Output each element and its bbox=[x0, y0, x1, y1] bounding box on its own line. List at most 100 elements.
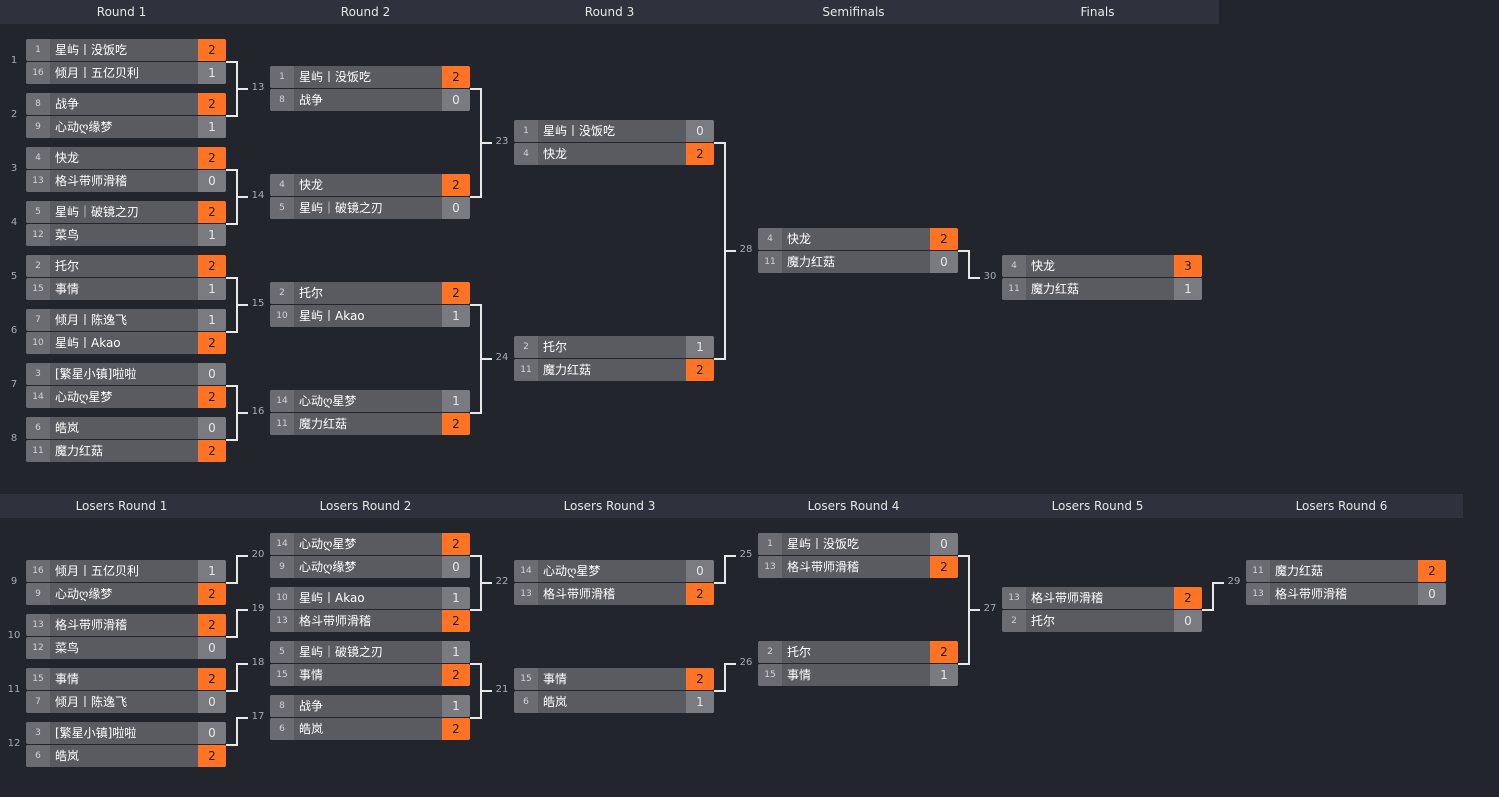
seed: 12 bbox=[26, 224, 50, 246]
seed: 7 bbox=[26, 691, 50, 713]
score: 1 bbox=[198, 116, 226, 138]
score: 0 bbox=[1418, 583, 1446, 605]
match-number: 21 bbox=[495, 684, 509, 695]
seed: 8 bbox=[26, 93, 50, 115]
connector-line bbox=[958, 555, 968, 557]
score: 2 bbox=[686, 143, 714, 165]
seed: 13 bbox=[1246, 583, 1270, 605]
player-name: 心动ღ缘梦 bbox=[55, 587, 113, 601]
